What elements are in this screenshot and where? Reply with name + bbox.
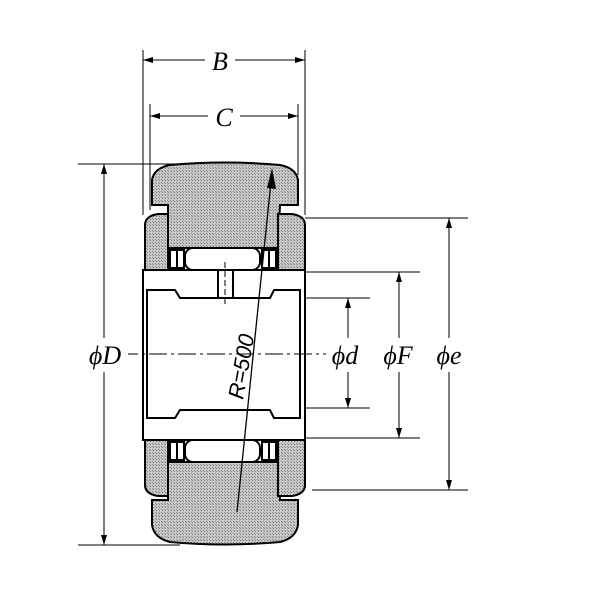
dimension-d [305,297,370,409]
outer-ring [151,161,299,546]
label-phi-e: ϕe [437,341,462,370]
dimension-C [149,100,299,210]
label-phi-F: ϕF [383,341,413,370]
inner-ring [142,269,306,441]
label-phi-D: ϕD [89,341,121,370]
label-B: B [212,47,228,76]
dimension-e [305,217,471,491]
dimension-D [78,163,180,546]
dimension-B [142,44,306,215]
radius-arrow [236,168,276,513]
label-C: C [215,103,233,132]
dimension-F [305,271,421,439]
side-plates [144,213,306,497]
rollers [169,247,277,463]
label-phi-d: ϕd [332,341,359,370]
